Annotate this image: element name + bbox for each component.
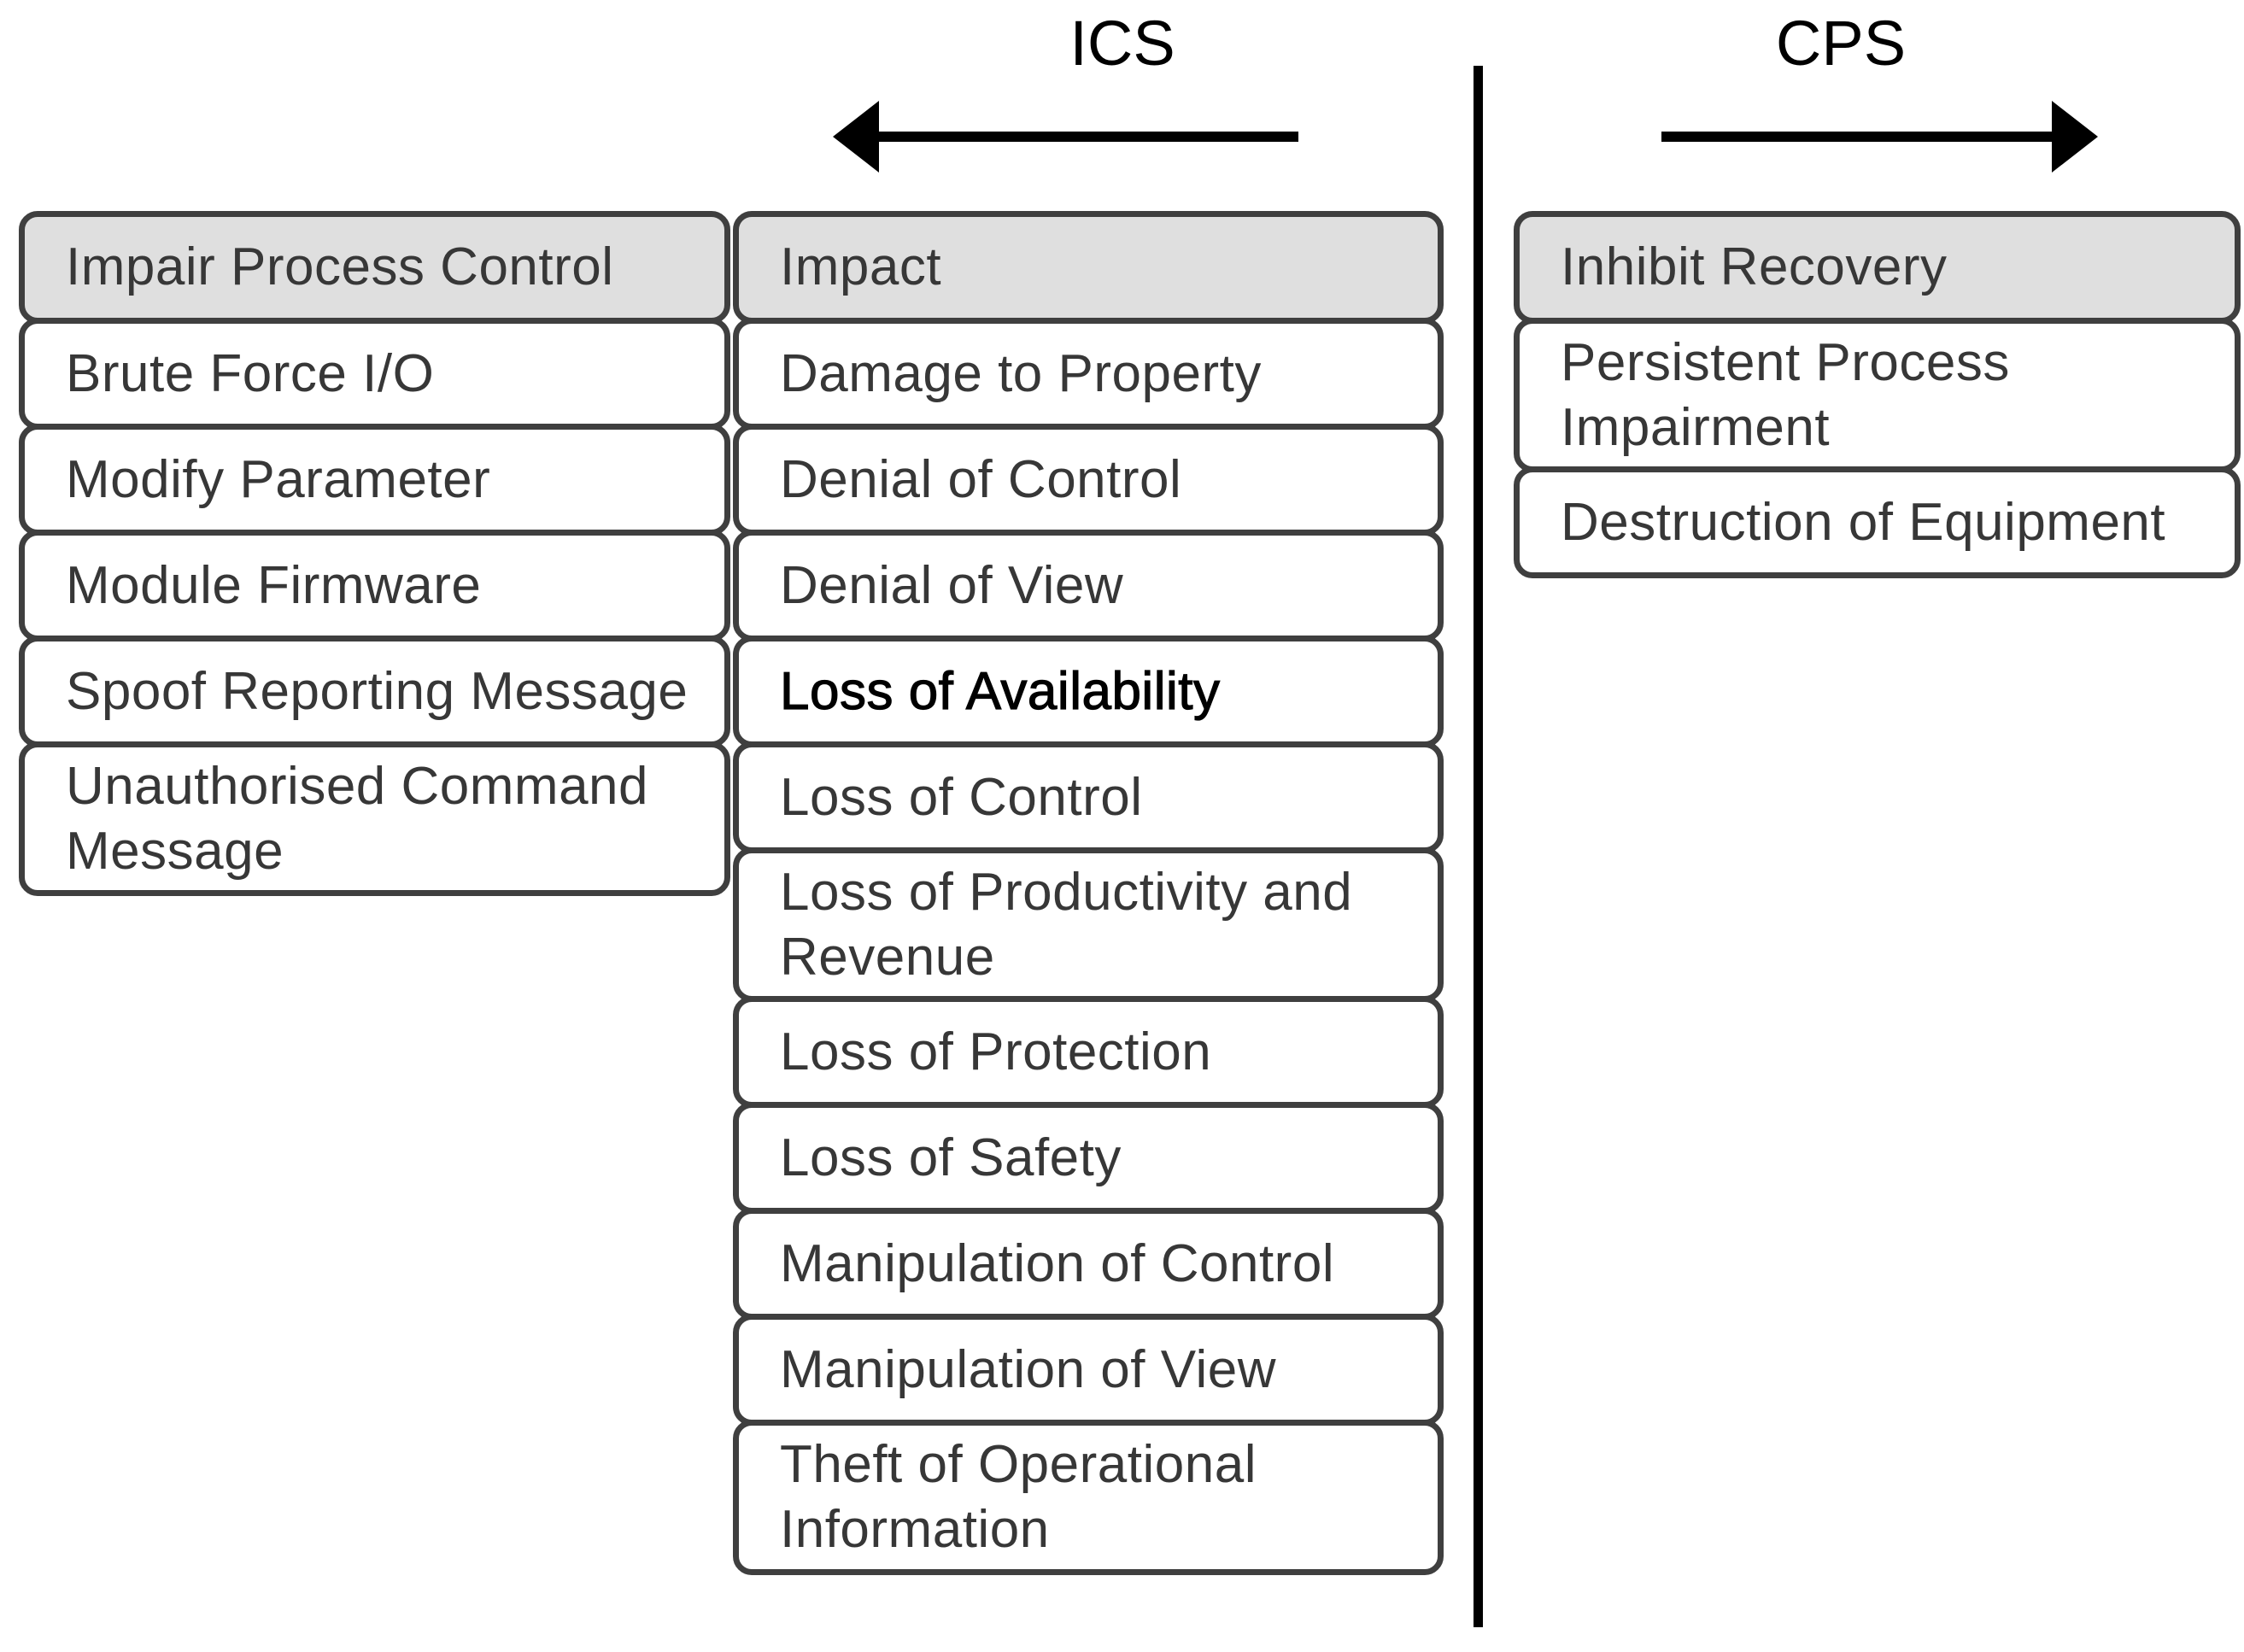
left-arrow-shaft	[871, 132, 1298, 142]
table-row: Persistent Process Impairment	[1514, 318, 2241, 473]
table-row: Manipulation of View	[733, 1314, 1444, 1426]
cps-zone-label: CPS	[1775, 8, 1907, 79]
table-row: Damage to Property	[733, 318, 1444, 430]
table-row: Brute Force I/O	[19, 318, 730, 430]
table-row: Modify Parameter	[19, 424, 730, 536]
table-row: Theft of Operational Information	[733, 1420, 1444, 1575]
table-row: Loss of Control	[733, 741, 1444, 853]
table-row: Denial of View	[733, 530, 1444, 641]
table-row: Loss of Productivity and Revenue	[733, 847, 1444, 1003]
table-row: Loss of Safety	[733, 1102, 1444, 1215]
table-row: Denial of Control	[733, 424, 1444, 536]
table-row: Destruction of Equipment	[1514, 466, 2241, 579]
inhibit-recovery-header: Inhibit Recovery	[1514, 211, 2241, 324]
table-row: Manipulation of Control	[733, 1208, 1444, 1321]
table-row: Loss of Availability	[733, 636, 1444, 747]
ics-zone-label: ICS	[1069, 8, 1175, 79]
impact-header: Impact	[733, 211, 1444, 324]
table-row: Unauthorised Command Message	[19, 741, 730, 897]
table-row: Loss of Protection	[733, 996, 1444, 1109]
ics-cps-divider	[1474, 66, 1483, 1627]
right-arrowhead-icon	[2052, 101, 2098, 173]
table-row: Module Firmware	[19, 530, 730, 641]
right-arrow-shaft	[1661, 132, 2056, 142]
table-row: Spoof Reporting Message	[19, 636, 730, 747]
impair-process-control-header: Impair Process Control	[19, 211, 730, 324]
